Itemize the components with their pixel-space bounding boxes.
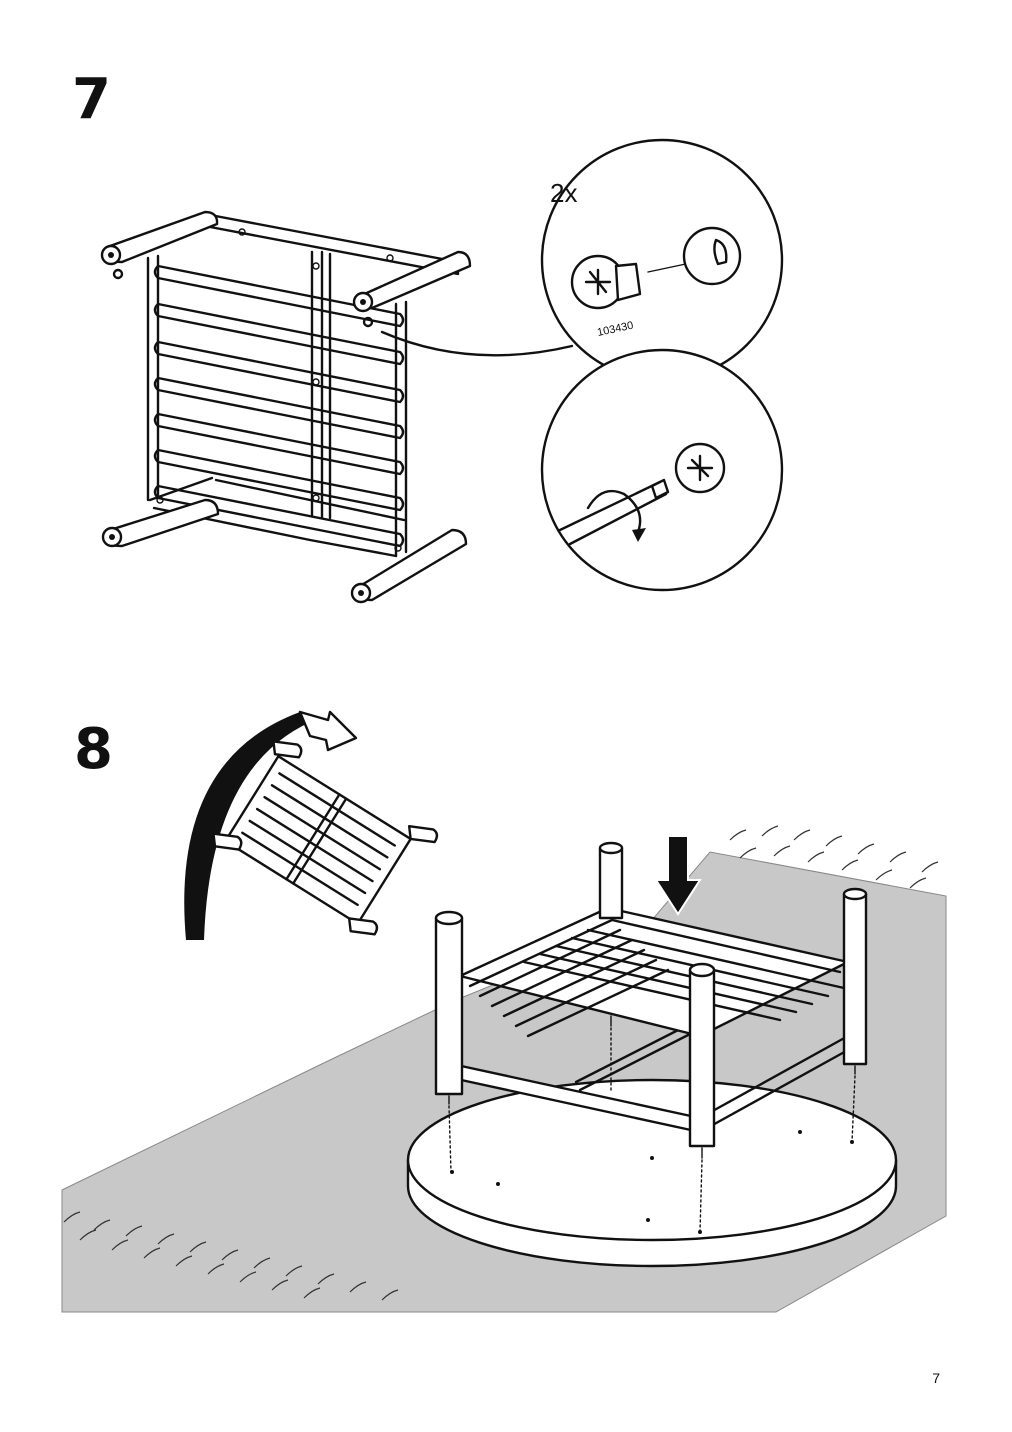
cam-lock-icon: [674, 442, 726, 494]
flip-arrow-icon: [184, 710, 358, 940]
rotate-arrow-icon: [586, 489, 646, 542]
step-7-legs: [100, 210, 472, 604]
cam-lock-icon: [570, 254, 642, 310]
step-7-detail-tighten: [540, 348, 784, 592]
quantity-label: 2x: [550, 178, 577, 208]
step-7-detail-cam-lock: 2x 103430: [540, 138, 784, 382]
page-number: 7: [932, 1370, 940, 1386]
step-8-rotated-frame: [212, 740, 439, 936]
round-table-top: [406, 1078, 898, 1268]
step-8-number: 8: [74, 717, 113, 782]
step-7-number: 7: [72, 67, 111, 132]
step-7-frame: [100, 210, 574, 604]
step-8-frame: [434, 841, 868, 1233]
down-arrow-icon: [654, 835, 702, 916]
